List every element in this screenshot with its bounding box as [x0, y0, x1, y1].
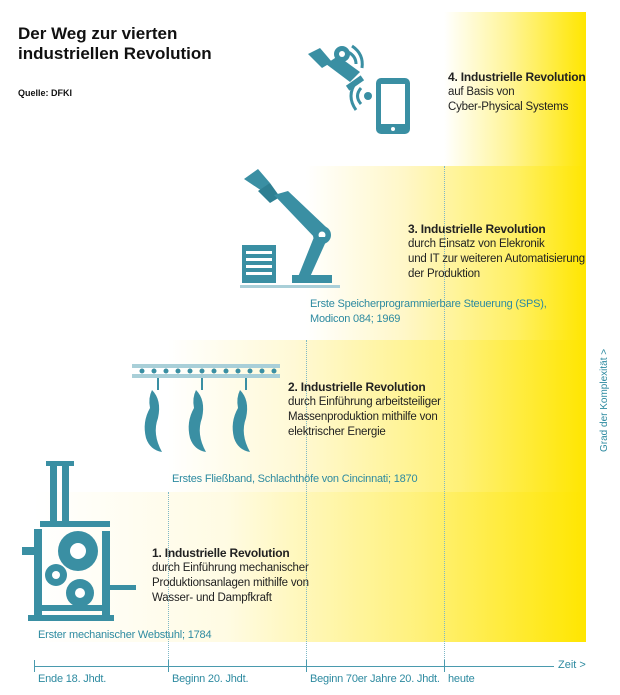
revolution-1-text: 1. Industrielle Revolution durch Einführ… [152, 546, 309, 606]
revolution-2-text: 2. Industrielle Revolution durch Einführ… [288, 380, 441, 440]
revolution-1-line: durch Einführung mechanischer [152, 562, 309, 574]
loom-icon [22, 461, 136, 621]
x-axis-tick-label: heute [448, 673, 475, 685]
source-note: Quelle: DFKI [18, 88, 73, 98]
conveyor-icon [132, 364, 280, 452]
revolution-3-example: Erste Speicherprogrammierbare Steuerung … [310, 298, 547, 310]
revolution-4-line: Cyber-Physical Systems [448, 101, 569, 113]
step-1-background [34, 492, 586, 642]
step-3-background [306, 166, 586, 340]
x-axis-tick-label: Beginn 70er Jahre 20. Jhdt. [310, 673, 440, 685]
x-axis-tick [34, 660, 35, 672]
revolution-3-example: Modicon 084; 1969 [310, 313, 401, 325]
revolution-3-line: durch Einsatz von Elekronik [408, 238, 545, 250]
revolution-2-heading: 2. Industrielle Revolution [288, 380, 426, 394]
step-4-background [444, 12, 586, 166]
x-axis-tick-label: Ende 18. Jhdt. [38, 673, 107, 685]
revolution-3-line: der Produktion [408, 268, 480, 280]
revolution-1-heading: 1. Industrielle Revolution [152, 546, 290, 560]
diagram-title: Der Weg zur vierten industriellen Revolu… [18, 24, 212, 63]
revolution-1-line: Wasser- und Dampfkraft [152, 592, 272, 604]
x-axis-label: Zeit > [558, 659, 586, 671]
revolution-4-text: 4. Industrielle Revolution auf Basis von… [448, 70, 586, 115]
x-axis-tick-label: Beginn 20. Jhdt. [172, 673, 249, 685]
y-axis-label: Grad der Komplexität > [599, 348, 610, 452]
revolution-2-example: Erstes Fließband, Schlachthöfe von Cinci… [172, 473, 418, 485]
x-axis-tick [168, 660, 169, 672]
revolution-3-text: 3. Industrielle Revolution durch Einsatz… [408, 222, 585, 282]
x-axis-tick [444, 660, 445, 672]
robot-arm-icon [240, 169, 340, 288]
era-divider [168, 492, 169, 666]
revolution-2-line: durch Einführung arbeitsteiliger [288, 396, 441, 408]
revolution-4-line: auf Basis von [448, 86, 515, 98]
revolution-3-heading: 3. Industrielle Revolution [408, 222, 546, 236]
revolution-1-example: Erster mechanischer Webstuhl; 1784 [38, 629, 212, 641]
era-divider [306, 340, 307, 666]
revolution-2-line: elektrischer Energie [288, 426, 386, 438]
smartphone-robot-icon [308, 44, 410, 134]
revolution-2-line: Massenproduktion mithilfe von [288, 411, 438, 423]
x-axis-tick [306, 660, 307, 672]
revolution-1-line: Produktionsanlagen mithilfe von [152, 577, 309, 589]
revolution-3-line: und IT zur weiteren Automatisierung [408, 253, 585, 265]
revolution-4-heading: 4. Industrielle Revolution [448, 70, 586, 84]
era-divider [444, 166, 445, 666]
x-axis-line [34, 666, 554, 667]
